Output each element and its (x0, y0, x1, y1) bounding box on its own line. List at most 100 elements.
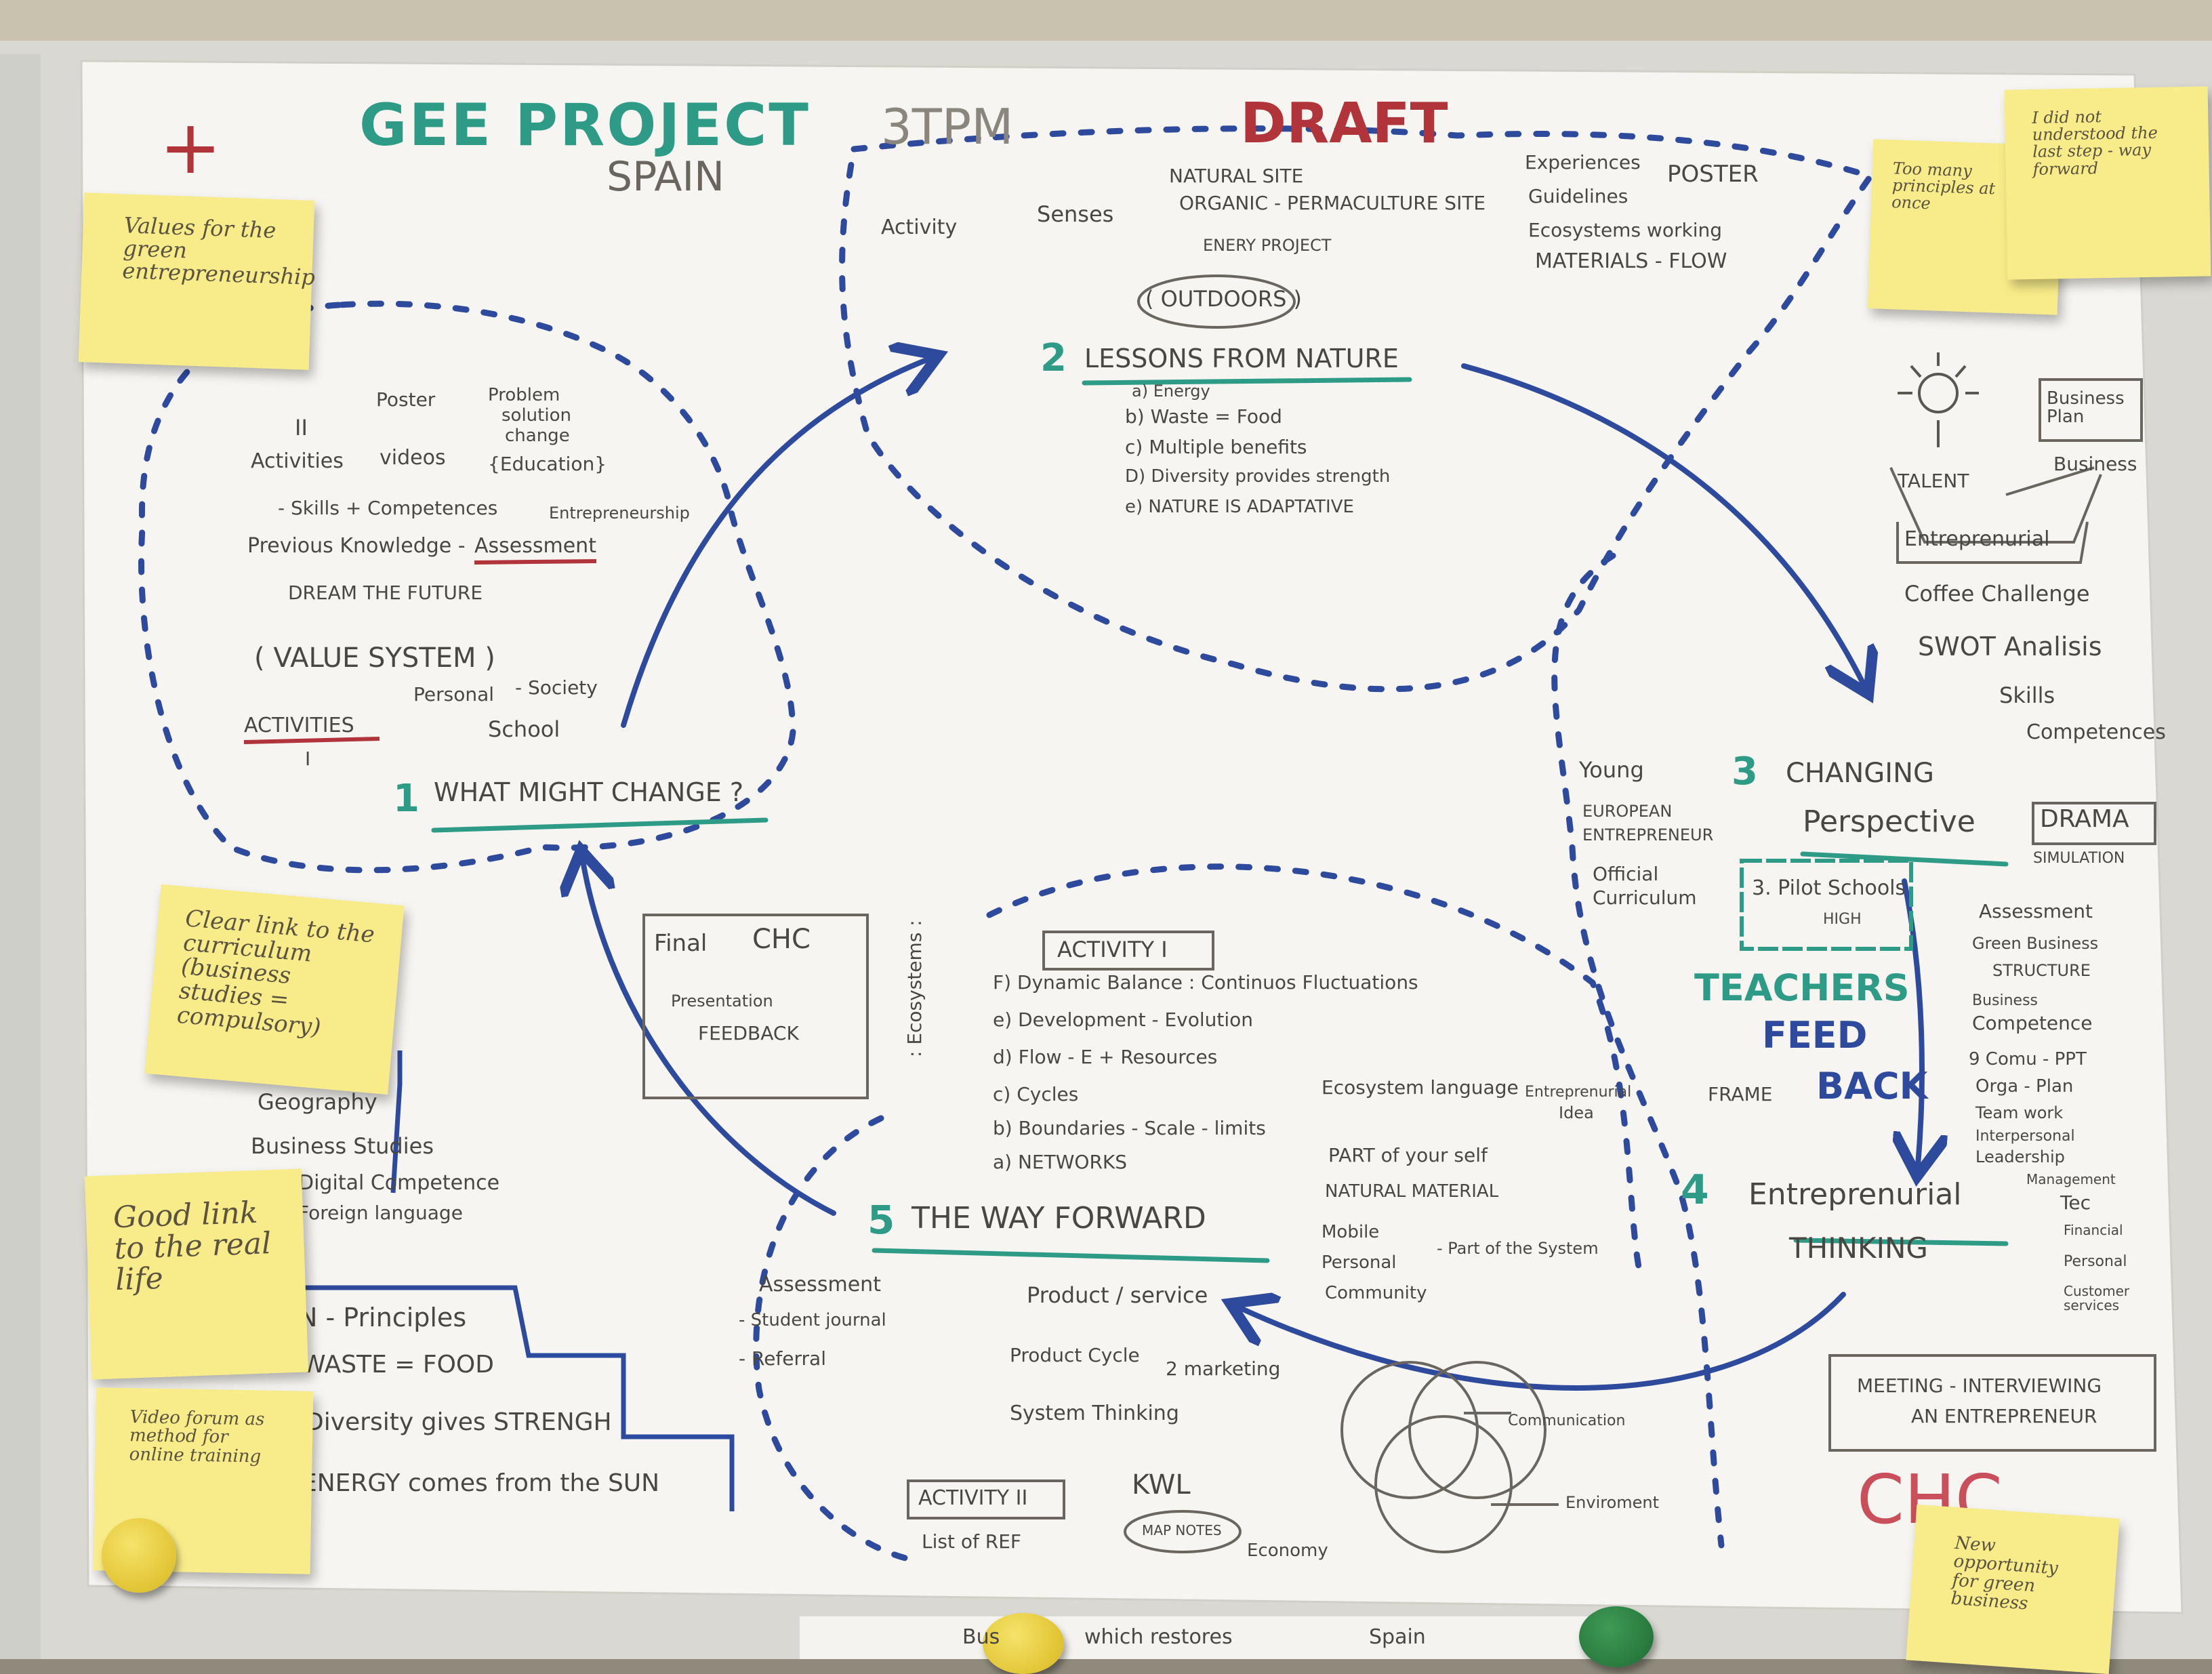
section1-change: change (505, 426, 570, 446)
section1-poster: Poster (376, 388, 436, 411)
section5-kwl: KWL (1132, 1469, 1191, 1501)
sticky-good: Good link to the real life (84, 1168, 309, 1380)
section1-activities2: ACTIVITIES (244, 714, 354, 737)
section3-back: BACK (1816, 1065, 1928, 1107)
underline-3 (1800, 851, 2009, 867)
section1-roman-i: I (305, 748, 311, 770)
business-plan-box (2039, 378, 2143, 442)
activity1-item-b: b) Boundaries - Scale - limits (993, 1117, 1266, 1139)
section2-materials: MATERIALS - FLOW (1535, 249, 1727, 273)
plus-mark: + (159, 104, 222, 190)
section1-personal: Personal (413, 683, 495, 706)
activity1-box (1042, 931, 1214, 971)
right-list-3: Interpersonal (1975, 1128, 2075, 1145)
title: GEE PROJECT (359, 91, 811, 159)
arrow-5-to-1 (583, 861, 836, 1216)
arrow-1-to-2 (621, 359, 928, 728)
section3-teachers: TEACHERS (1694, 966, 1910, 1009)
lightbulb-icon (1898, 352, 1979, 447)
section3-european: EUROPEAN (1582, 802, 1673, 821)
sticky-newopp: New opportunity for green business (1906, 1504, 2120, 1674)
right-green: Green Business (1972, 934, 2099, 953)
right-talent: TALENT (1898, 470, 1969, 492)
section5-product: Product / service (1027, 1282, 1208, 1308)
staircase (278, 1050, 735, 1511)
bl-business: Business Studies (251, 1133, 434, 1159)
right-business-plan: Business Plan (2047, 388, 2125, 428)
section2-item-a: a) Energy (1132, 382, 1210, 401)
outdoors-ellipse (1137, 274, 1296, 329)
section4-heading2: THINKING (1789, 1231, 1928, 1265)
section4-heading1: Entreprenurial (1748, 1177, 1962, 1212)
center-feedback: FEEDBACK (698, 1022, 799, 1044)
section3-entrepreneur: ENTREPRENEUR (1582, 825, 1714, 844)
right-assessment: Assessment (1979, 900, 2093, 922)
right-list-7: Financial (2064, 1222, 2123, 1238)
center-entreidea: Entreprenurial (1525, 1084, 1632, 1101)
section1-entre: Entrepreneurship (549, 504, 690, 523)
sticky-newopp-text: New opportunity for green business (1950, 1532, 2059, 1614)
section1-education: {Education} (488, 453, 607, 475)
section5-heading: THE WAY FORWARD (912, 1201, 1206, 1236)
center-personal: Personal (1322, 1252, 1397, 1273)
red-underline-activities (243, 737, 380, 744)
section3-high: HIGH (1823, 911, 1862, 928)
section3-heading2: Perspective (1803, 804, 1975, 839)
activity2-box (907, 1479, 1065, 1519)
section2-poster: POSTER (1667, 161, 1759, 188)
section2-site1: NATURAL SITE (1169, 165, 1304, 187)
right-competence: Competence (1972, 1012, 2093, 1034)
sticky-clear: Clear link to the curriculum (business s… (144, 884, 405, 1095)
underline-2 (1082, 377, 1412, 386)
right-buscomp: Business (1972, 992, 2039, 1009)
section1-heading: WHAT MIGHT CHANGE ? (434, 777, 744, 807)
section3-feed: FEED (1762, 1014, 1868, 1057)
right-business: Business (2053, 453, 2137, 475)
bl-energy: ENERGY comes from the SUN (302, 1469, 660, 1497)
magnet-green-bottom (1579, 1606, 1654, 1667)
right-simulation: SIMULATION (2033, 850, 2125, 867)
bl-geography: Geography (258, 1089, 377, 1115)
arrow-4-to-5 (1240, 1294, 1846, 1391)
activity1-item-d: d) Flow - E + Resources (993, 1046, 1218, 1068)
bottom-paper-text2: which restores (1084, 1625, 1233, 1649)
center-chc: CHC (752, 924, 811, 955)
section1-activities: Activities (251, 449, 344, 473)
bl-digital: Digital Competence (298, 1171, 500, 1195)
section3-pilot: 3. Pilot Schools (1752, 876, 1906, 900)
section5-system: System Thinking (1010, 1402, 1179, 1425)
sticky-toomany-text: Too many principles at once (1891, 159, 1996, 213)
entre-box-lines (1896, 521, 2089, 564)
activity1-item-e: e) Development - Evolution (993, 1008, 1254, 1031)
section5-activity2: ACTIVITY II (918, 1486, 1028, 1510)
center-mobile: Mobile (1322, 1222, 1380, 1242)
section2-senses: Senses (1037, 201, 1114, 227)
right-list-5: Management (2026, 1171, 2116, 1187)
section5-referral: - Referral (739, 1347, 826, 1370)
venn-circle-c (1374, 1415, 1513, 1553)
section3-curriculum: Curriculum (1593, 886, 1697, 909)
section1-previous: Previous Knowledge - (247, 534, 466, 558)
sticky-notund-text: I did not understood the last step - way… (2032, 107, 2158, 179)
right-list-2: Team work (1975, 1103, 2064, 1122)
section2-item-e: e) NATURE IS ADAPTATIVE (1125, 497, 1354, 517)
sticky-values: Values for the green entrepreneurship (78, 192, 316, 370)
red-underline-assessment (474, 559, 597, 565)
underline-4 (1793, 1238, 2009, 1246)
section5-list: List of REF (922, 1530, 1021, 1553)
section1-number: 1 (393, 777, 419, 821)
underline-1 (431, 817, 769, 833)
right-list-1: Orga - Plan (1975, 1076, 2074, 1097)
activity1-item-a: a) NETWORKS (993, 1151, 1128, 1173)
loop-section2 (839, 125, 1876, 693)
section1-skills: - Skills + Competences (278, 497, 498, 519)
right-entrepreneur: AN ENTREPRENEUR (1911, 1405, 2097, 1427)
bl-diversity: Diversity gives STRENGH (305, 1408, 612, 1436)
bottom-paper-text1: Bus (962, 1625, 1000, 1649)
center-ecolang: Ecosystem language (1322, 1076, 1519, 1099)
left-board-edge (0, 54, 41, 1659)
right-skills: Skills (1999, 682, 2055, 708)
activity1-item-f: F) Dynamic Balance : Continuos Fluctuati… (993, 971, 1418, 994)
right-swot: SWOT Analisis (1918, 632, 2102, 661)
